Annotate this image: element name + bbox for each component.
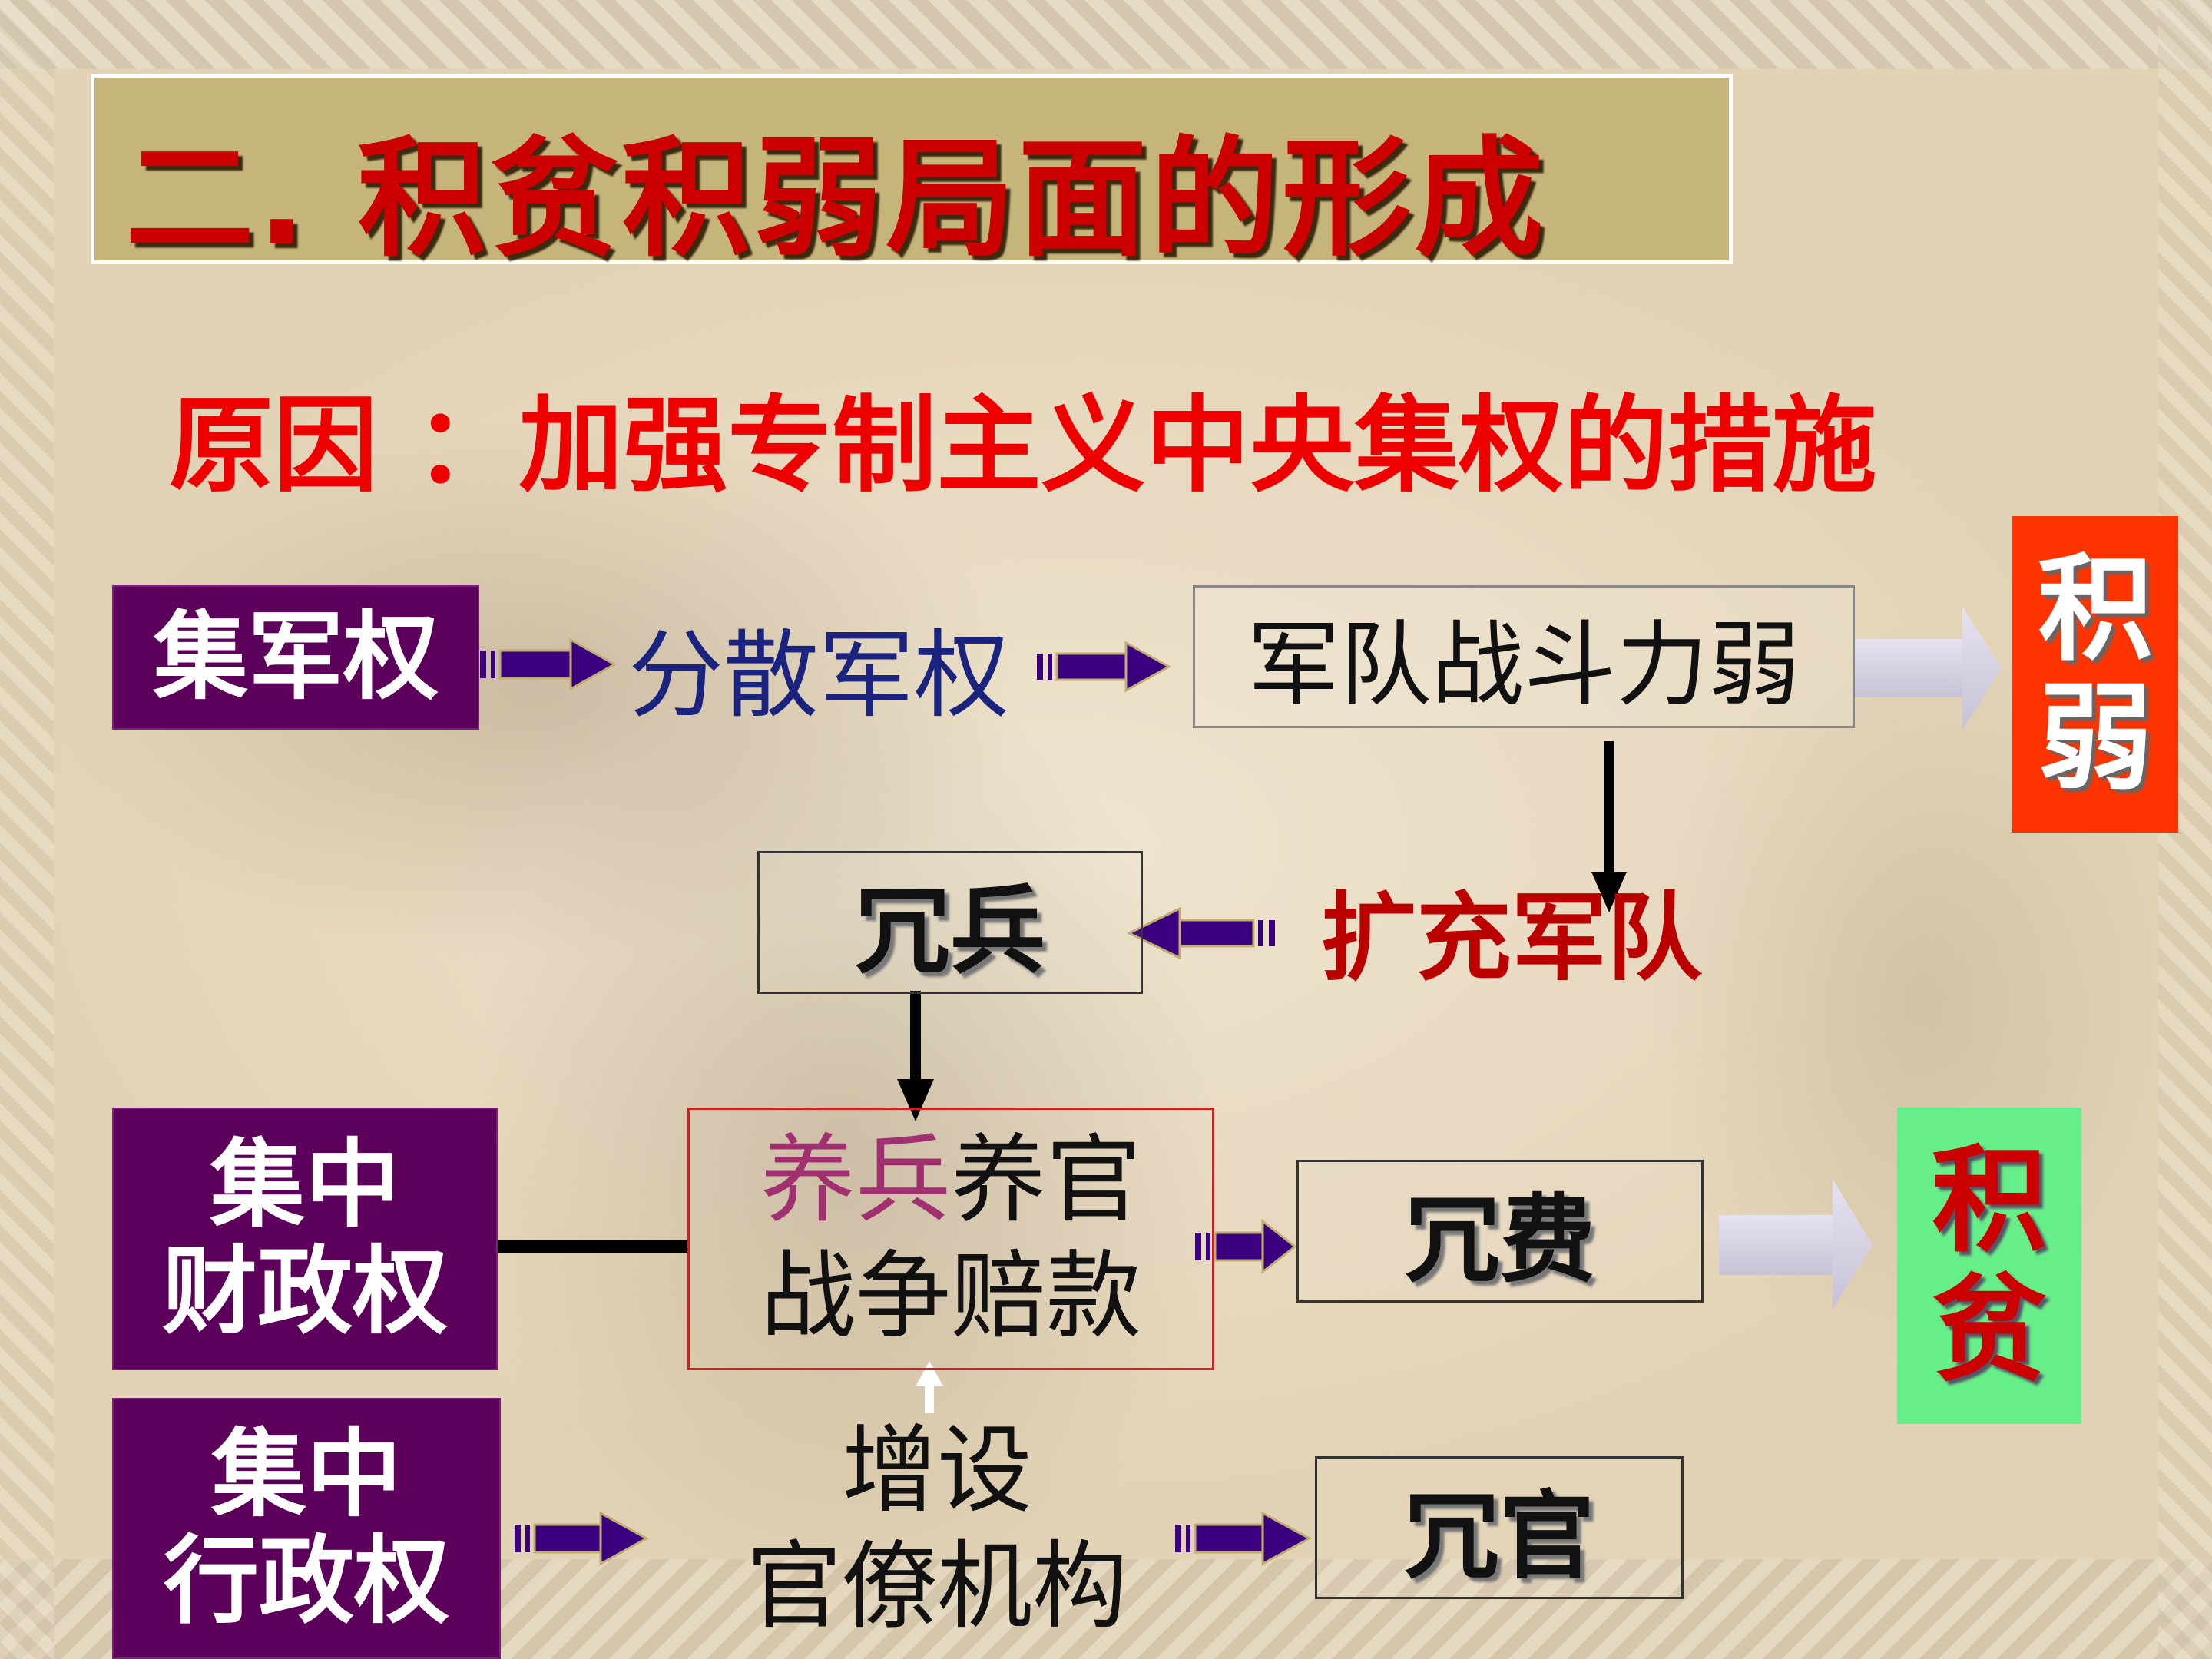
arrow-bureaucracy-to-costs <box>916 1361 943 1413</box>
node-disperse-military: 分散军权 <box>628 621 1010 731</box>
title-banner: 二. 积贫积弱局面的形成 <box>91 74 1733 274</box>
result-ji-ruo-char-1: 积 <box>2037 543 2153 677</box>
node-support-costs-line-1: 养兵养官 <box>760 1123 1141 1239</box>
node-fiscal-power: 集中 财政权 <box>112 1108 498 1370</box>
arrow-costs-to-expenses <box>1195 1218 1297 1275</box>
node-redundant-soldiers-label: 冗兵 <box>854 876 1045 987</box>
node-add-bureaucracy: 增设 官僚机构 <box>737 1413 1137 1646</box>
decorative-border-top <box>0 0 2212 69</box>
result-ji-pin: 积 贫 <box>1897 1108 2081 1424</box>
page-title: 二. 积贫积弱局面的形成 <box>125 124 1547 274</box>
node-support-costs-part-a: 养兵 <box>760 1124 951 1236</box>
node-expand-army: 扩充军队 <box>1321 883 1703 994</box>
node-redundant-soldiers: 冗兵 <box>757 851 1143 994</box>
arrow-soldiers-to-costs <box>897 991 934 1121</box>
decorative-border-left <box>0 0 54 1659</box>
node-admin-power-line-1: 集中 <box>210 1419 402 1531</box>
node-admin-power: 集中 行政权 <box>112 1398 501 1659</box>
node-redundant-officials-label: 冗官 <box>1403 1482 1594 1592</box>
node-fiscal-power-line-2: 财政权 <box>161 1237 448 1347</box>
node-weak-army: 军队战斗力弱 <box>1193 585 1855 728</box>
arrow-weak-to-jiruo <box>1855 607 2002 730</box>
result-ji-pin-char-1: 积 <box>1931 1134 2047 1268</box>
node-redundant-officials: 冗官 <box>1315 1456 1684 1599</box>
node-fiscal-power-line-1: 集中 <box>209 1130 400 1241</box>
result-ji-pin-char-2: 贫 <box>1931 1263 2047 1397</box>
result-ji-ruo: 积 弱 <box>2012 516 2178 833</box>
node-add-bureaucracy-line-2: 官僚机构 <box>746 1532 1128 1643</box>
node-redundant-expenses-label: 冗费 <box>1404 1185 1595 1296</box>
arrow-expenses-to-jipin <box>1719 1179 1873 1310</box>
arrow-military-to-disperse <box>480 637 618 691</box>
node-redundant-expenses: 冗费 <box>1296 1160 1704 1303</box>
arrow-expand-to-redundant-soldiers <box>1126 906 1275 960</box>
arrow-weak-to-expand <box>1591 741 1627 912</box>
subtitle-cause: 原因 ：加强专制主义中央集权的措施 <box>169 386 1877 507</box>
node-military-power: 集军权 <box>112 585 479 730</box>
arrow-admin-to-bureaucracy <box>515 1511 650 1566</box>
node-admin-power-line-2: 行政权 <box>163 1526 449 1637</box>
node-add-bureaucracy-line-1: 增设 <box>841 1416 1032 1526</box>
node-weak-army-label: 军队战斗力弱 <box>1247 612 1800 719</box>
arrow-disperse-to-weak <box>1037 641 1172 693</box>
node-support-costs-part-b: 养官 <box>951 1124 1142 1236</box>
node-support-costs-line-2: 战争赔款 <box>760 1241 1141 1352</box>
result-ji-ruo-char-2: 弱 <box>2037 672 2153 806</box>
node-military-power-label: 集军权 <box>152 601 439 713</box>
arrow-bureaucracy-to-officials <box>1175 1511 1313 1566</box>
node-support-costs: 养兵养官 战争赔款 <box>687 1108 1214 1370</box>
